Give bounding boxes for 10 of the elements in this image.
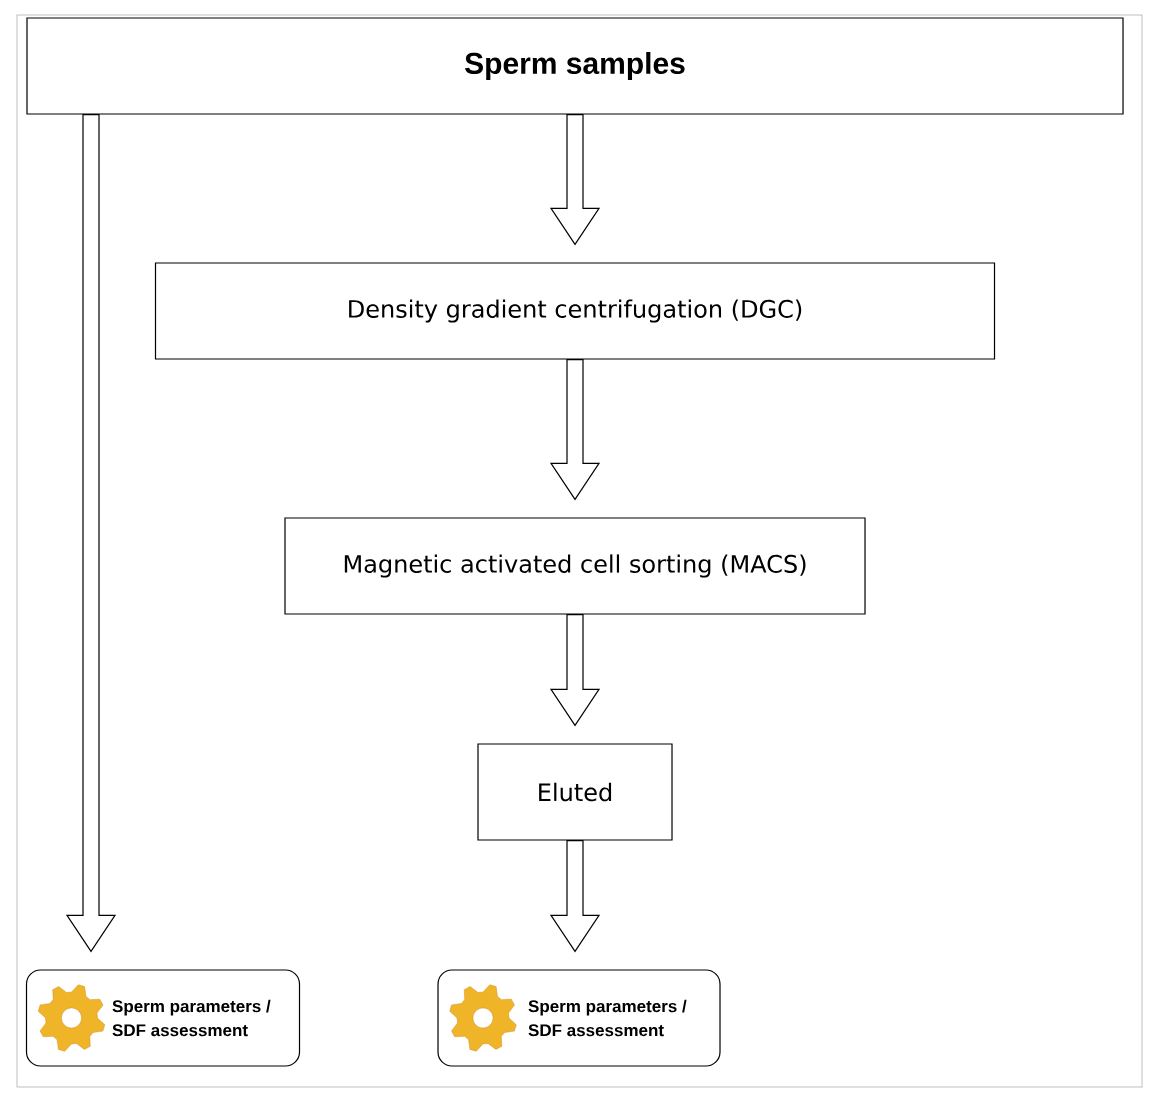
arrow (549, 114, 601, 246)
title-box: Sperm samples (26, 17, 1124, 115)
process-box: Sperm parameters / SDF assessment (437, 969, 721, 1067)
arrow (549, 614, 601, 727)
arrow (65, 114, 117, 953)
arrow (549, 840, 601, 953)
process-box: Magnetic activated cell sorting (MACS) (284, 517, 866, 615)
process-box: Eluted (477, 743, 673, 841)
arrow (549, 359, 601, 501)
process-box: Density gradient centrifugation (DGC) (154, 262, 996, 360)
